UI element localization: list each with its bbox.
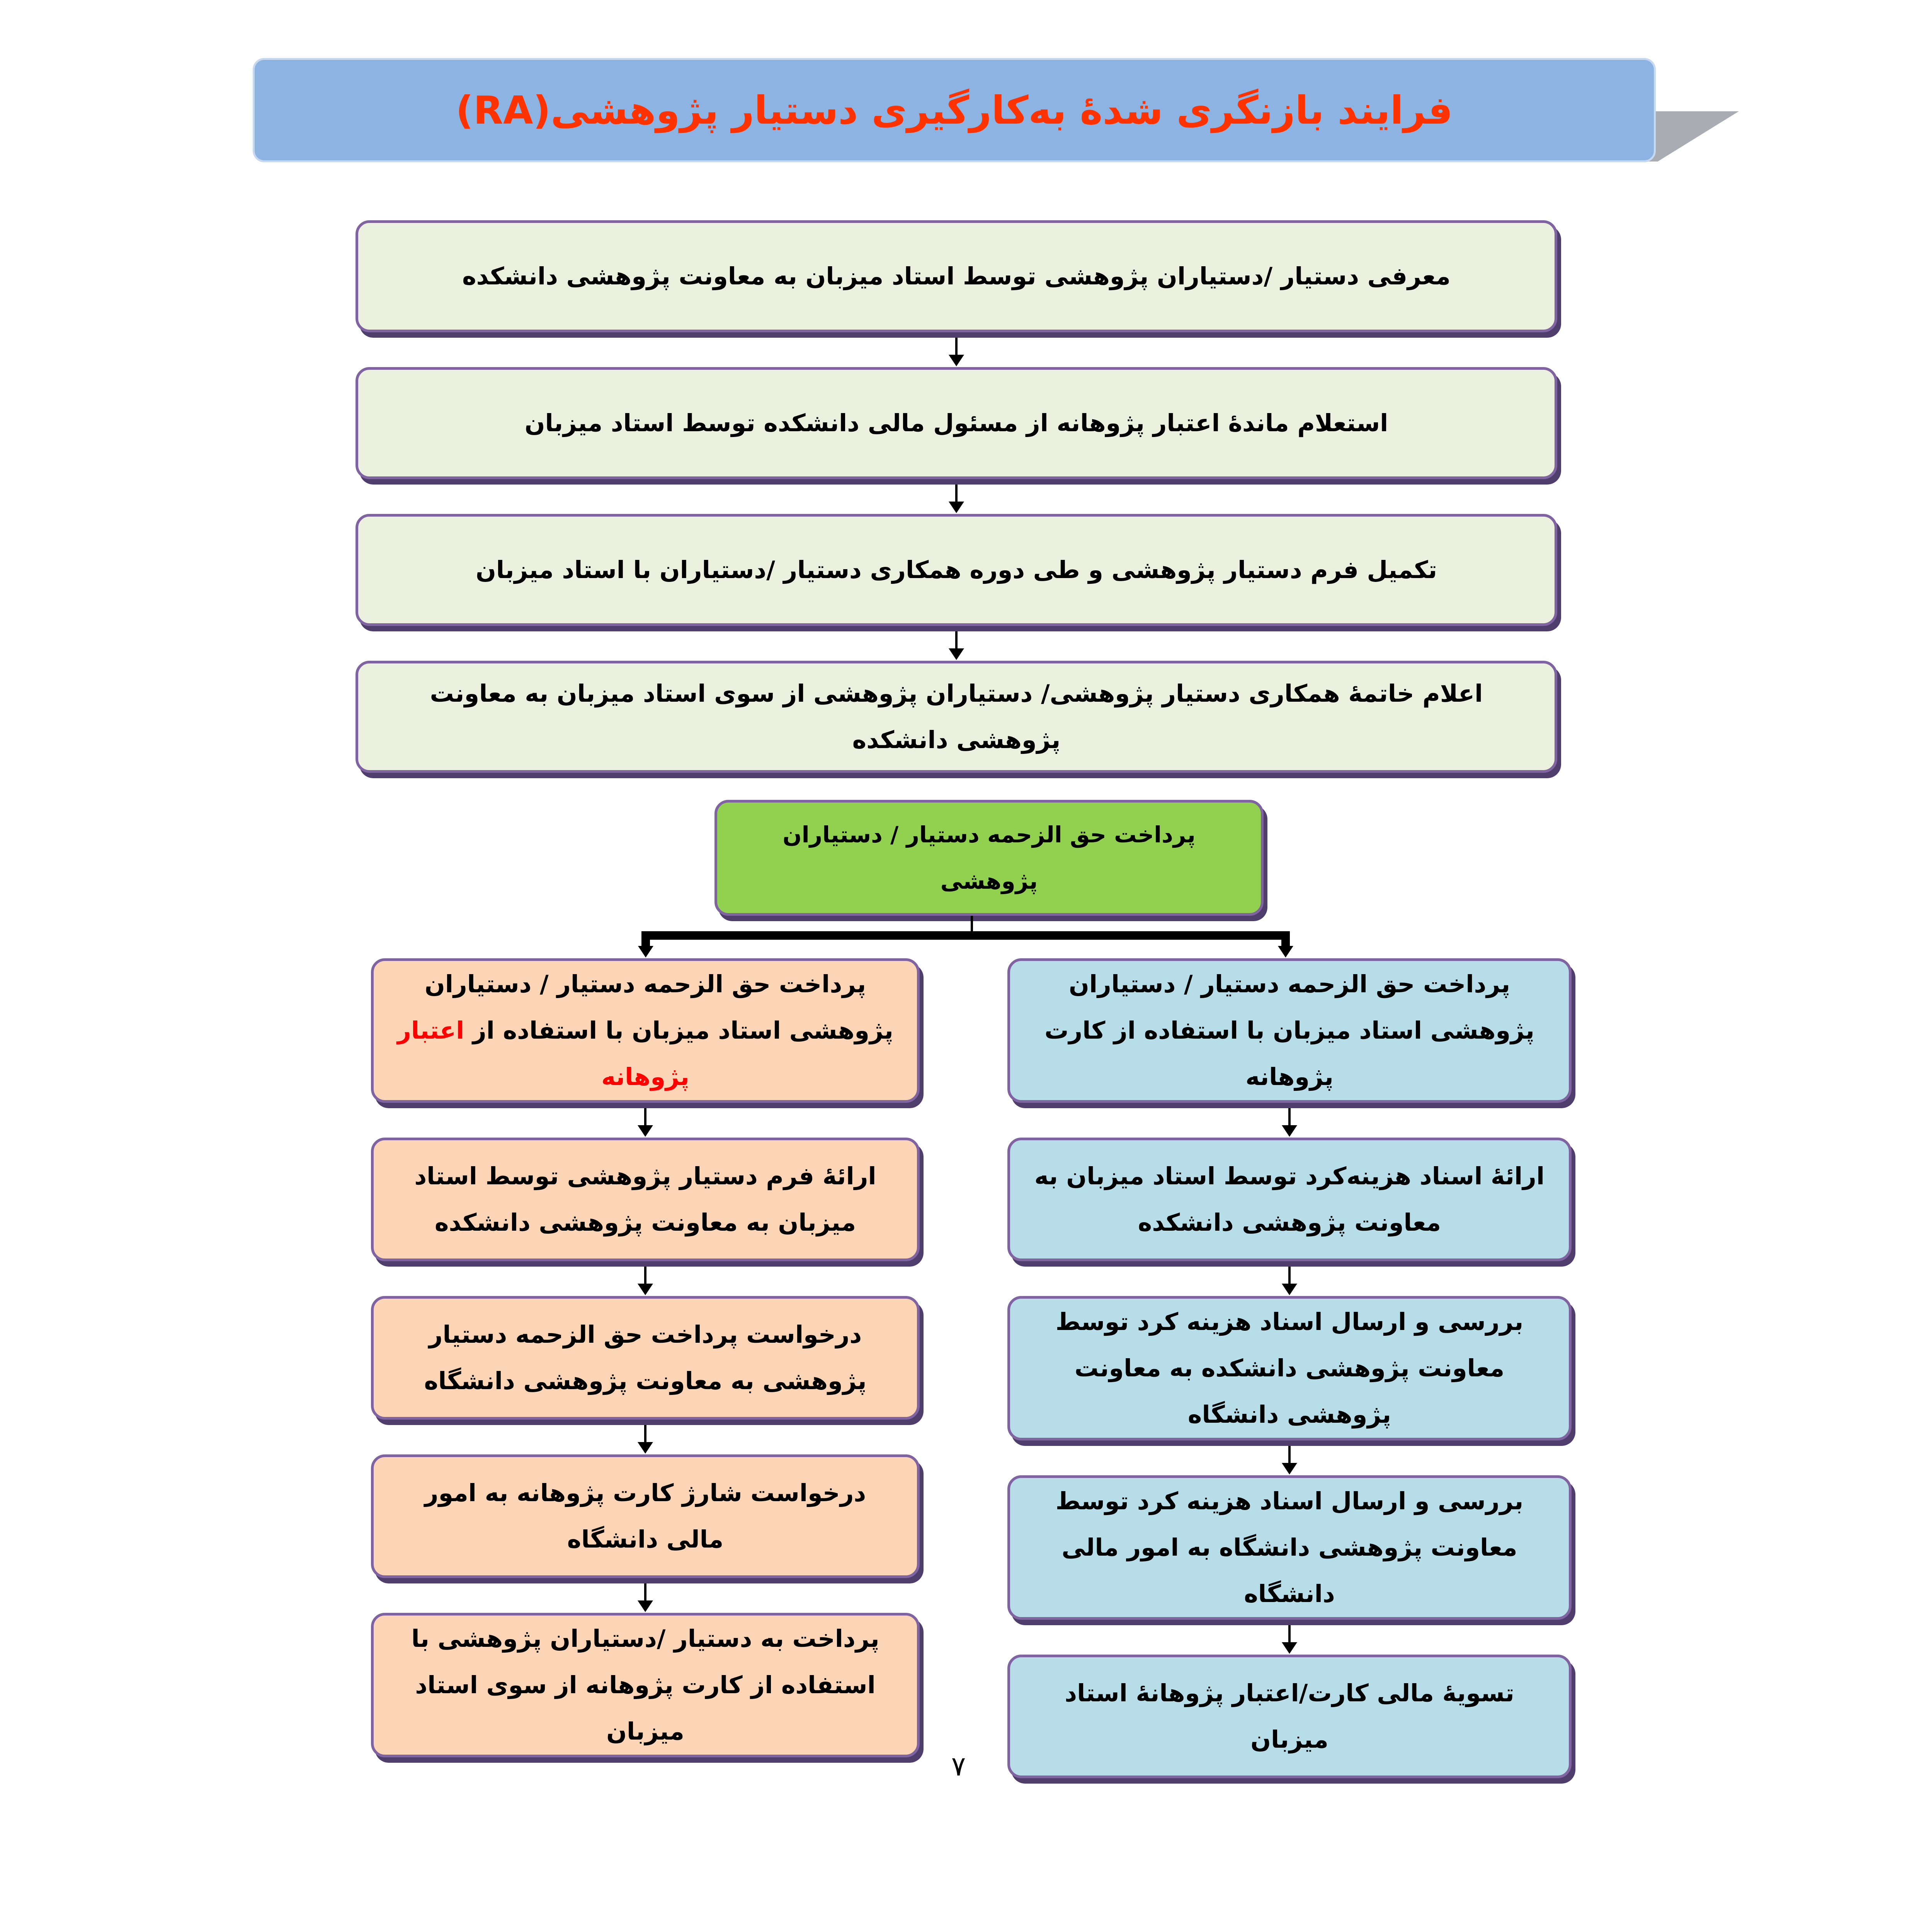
step-introduce-assistant: معرفی دستیار /دستیاران پژوهشی توسط استاد… [356, 220, 1557, 332]
page-title: فرایند بازنگری شدهٔ به‌کارگیری دستیار پژ… [456, 87, 1453, 133]
arrow-down-icon [371, 1420, 920, 1454]
arrow-down-icon [371, 1103, 920, 1138]
left-step-2: ارائهٔ فرم دستیار پژوهشی توسط استاد میزب… [371, 1138, 920, 1261]
arrow-down-icon [371, 1578, 920, 1613]
right-step-1: پرداخت حق الزحمه دستیار / دستیاران پژوهش… [1007, 958, 1572, 1103]
title-banner: فرایند بازنگری شدهٔ به‌کارگیری دستیار پژ… [253, 58, 1656, 162]
branch-connector [0, 916, 1917, 958]
left-step-5: پرداخت به دستیار /دستیاران پژوهشی با است… [371, 1613, 920, 1757]
arrow-down-icon [371, 1261, 920, 1296]
page-number: ۷ [951, 1750, 966, 1782]
step-announce-end: اعلام خاتمهٔ همکاری دستیار پژوهشی/ دستیا… [356, 661, 1557, 773]
arrow-down-icon [356, 479, 1557, 514]
arrow-down-icon [356, 626, 1557, 661]
arrow-down-icon [1007, 1103, 1572, 1138]
arrow-down-icon [1007, 1440, 1572, 1475]
right-step-3: بررسی و ارسال اسناد هزینه کرد توسط معاون… [1007, 1296, 1572, 1440]
left-step-1-highlight: اعتبار پژوهانه [397, 1016, 689, 1091]
left-step-1: پرداخت حق الزحمه دستیار / دستیاران پژوهش… [371, 958, 920, 1103]
title-banner-wrapper: فرایند بازنگری شدهٔ به‌کارگیری دستیار پژ… [253, 58, 1739, 162]
arrow-down-icon [356, 332, 1557, 367]
left-step-4: درخواست شارژ کارت پژوهانه به امور مالی د… [371, 1454, 920, 1578]
right-step-4: بررسی و ارسال اسناد هزینه کرد توسط معاون… [1007, 1475, 1572, 1620]
right-step-2: ارائهٔ اسناد هزینه‌کرد توسط استاد میزبان… [1007, 1138, 1572, 1261]
left-step-1-text: پرداخت حق الزحمه دستیار / دستیاران پژوهش… [424, 970, 893, 1044]
arrow-down-icon [1007, 1261, 1572, 1296]
step-payment: پرداخت حق الزحمه دستیار / دستیاران پژوهش… [714, 800, 1264, 916]
left-step-3: درخواست پرداخت حق الزحمه دستیار پژوهشی ب… [371, 1296, 920, 1420]
right-step-5: تسویهٔ مالی کارت/اعتبار پژوهانهٔ استاد م… [1007, 1655, 1572, 1778]
step-inquire-balance: استعلام ماندهٔ اعتبار پژوهانه از مسئول م… [356, 367, 1557, 479]
arrow-down-icon [1007, 1620, 1572, 1655]
right-branch: پرداخت حق الزحمه دستیار / دستیاران پژوهش… [1007, 958, 1572, 1778]
step-complete-form: تکمیل فرم دستیار پژوهشی و طی دوره همکاری… [356, 514, 1557, 626]
left-branch: پرداخت حق الزحمه دستیار / دستیاران پژوهش… [371, 958, 920, 1757]
